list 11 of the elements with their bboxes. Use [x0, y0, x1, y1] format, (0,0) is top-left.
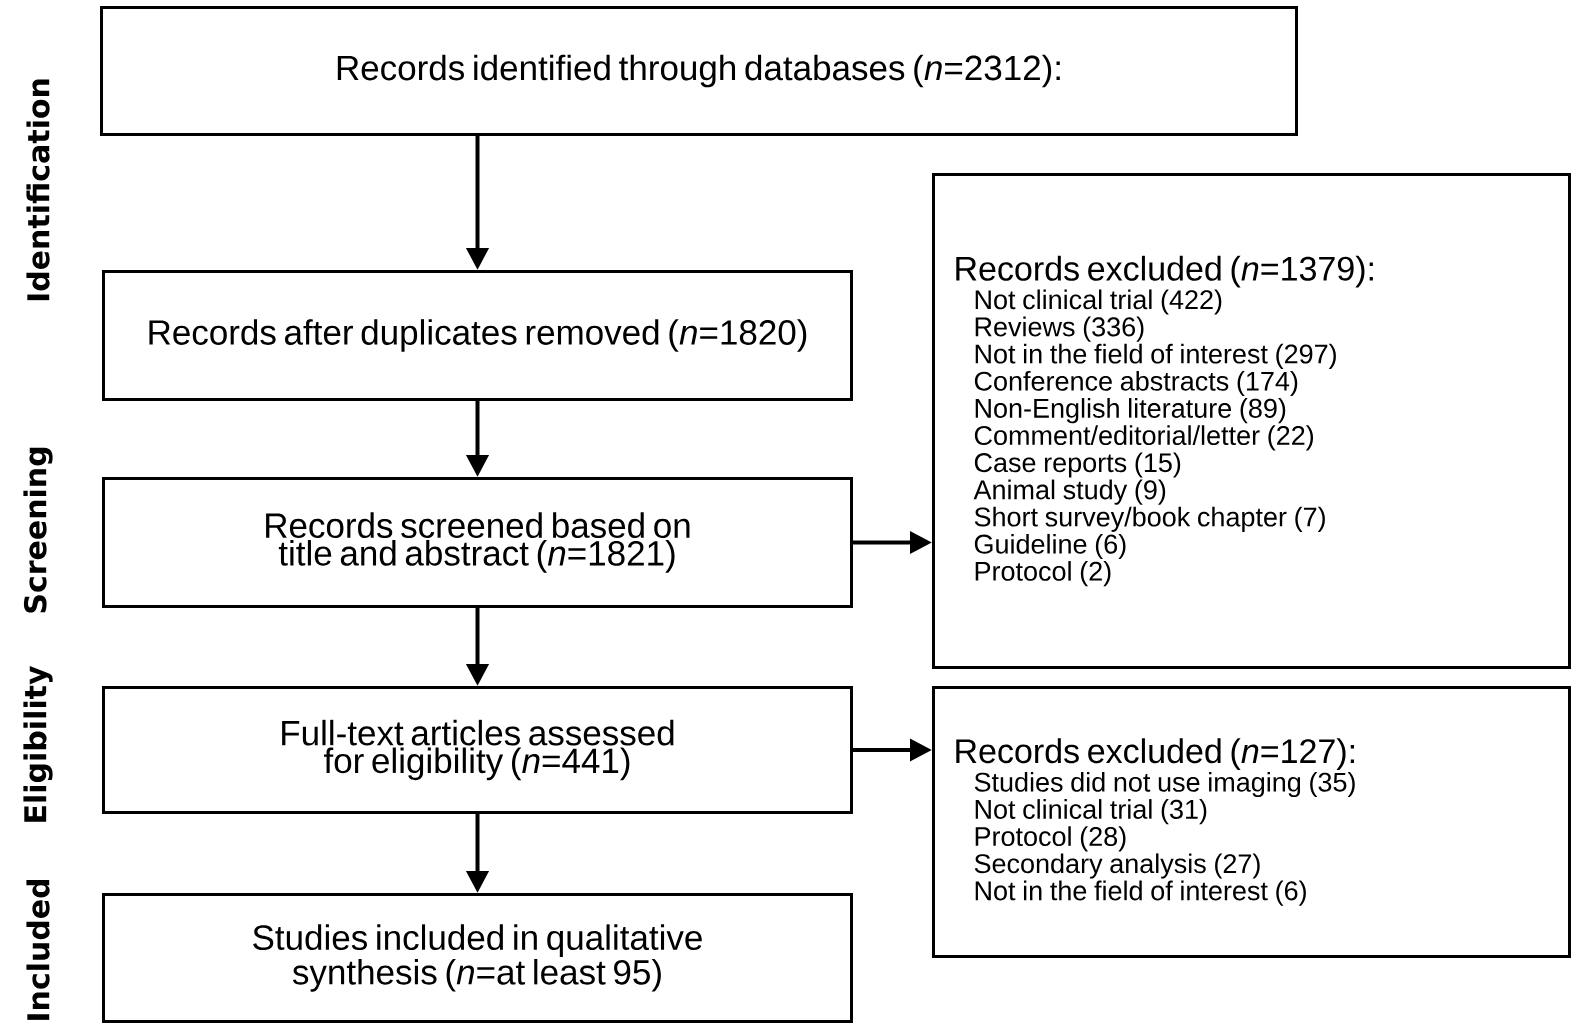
process-box: Studies included in qualitative synthesis (n=at least 95) [102, 893, 853, 1023]
stage-label: Included [26, 879, 50, 1020]
exclusion-box: Records excluded (n=1379): Not clinical trial (422) Reviews (336) Not in the field of interest (297) Conference abstracts (174) Non-English literature (89) Comment/editorial/letter (22) Case reports (15) Animal study (9) Short survey/book chapter (7) Guideline (6) Protocol (2) [932, 173, 1571, 669]
process-box: Records after duplicates removed (n=1820) [102, 270, 853, 401]
stage-label: Identification [26, 79, 50, 301]
process-box: Records identified through databases (n=2312): [100, 6, 1298, 136]
exclusion-box: Records excluded (n=127): Studies did not use imaging (35) Not clinical trial (31) Protocol (28) Secondary analysis (27) Not in the field of interest (6) [932, 686, 1571, 958]
stage-label: Screening [23, 447, 53, 613]
process-box: Full-text articles assessed for eligibility (n=441) [102, 686, 853, 814]
stage-label: Eligibility [23, 666, 53, 822]
process-box: Records screened based on title and abstract (n=1821) [102, 477, 853, 608]
